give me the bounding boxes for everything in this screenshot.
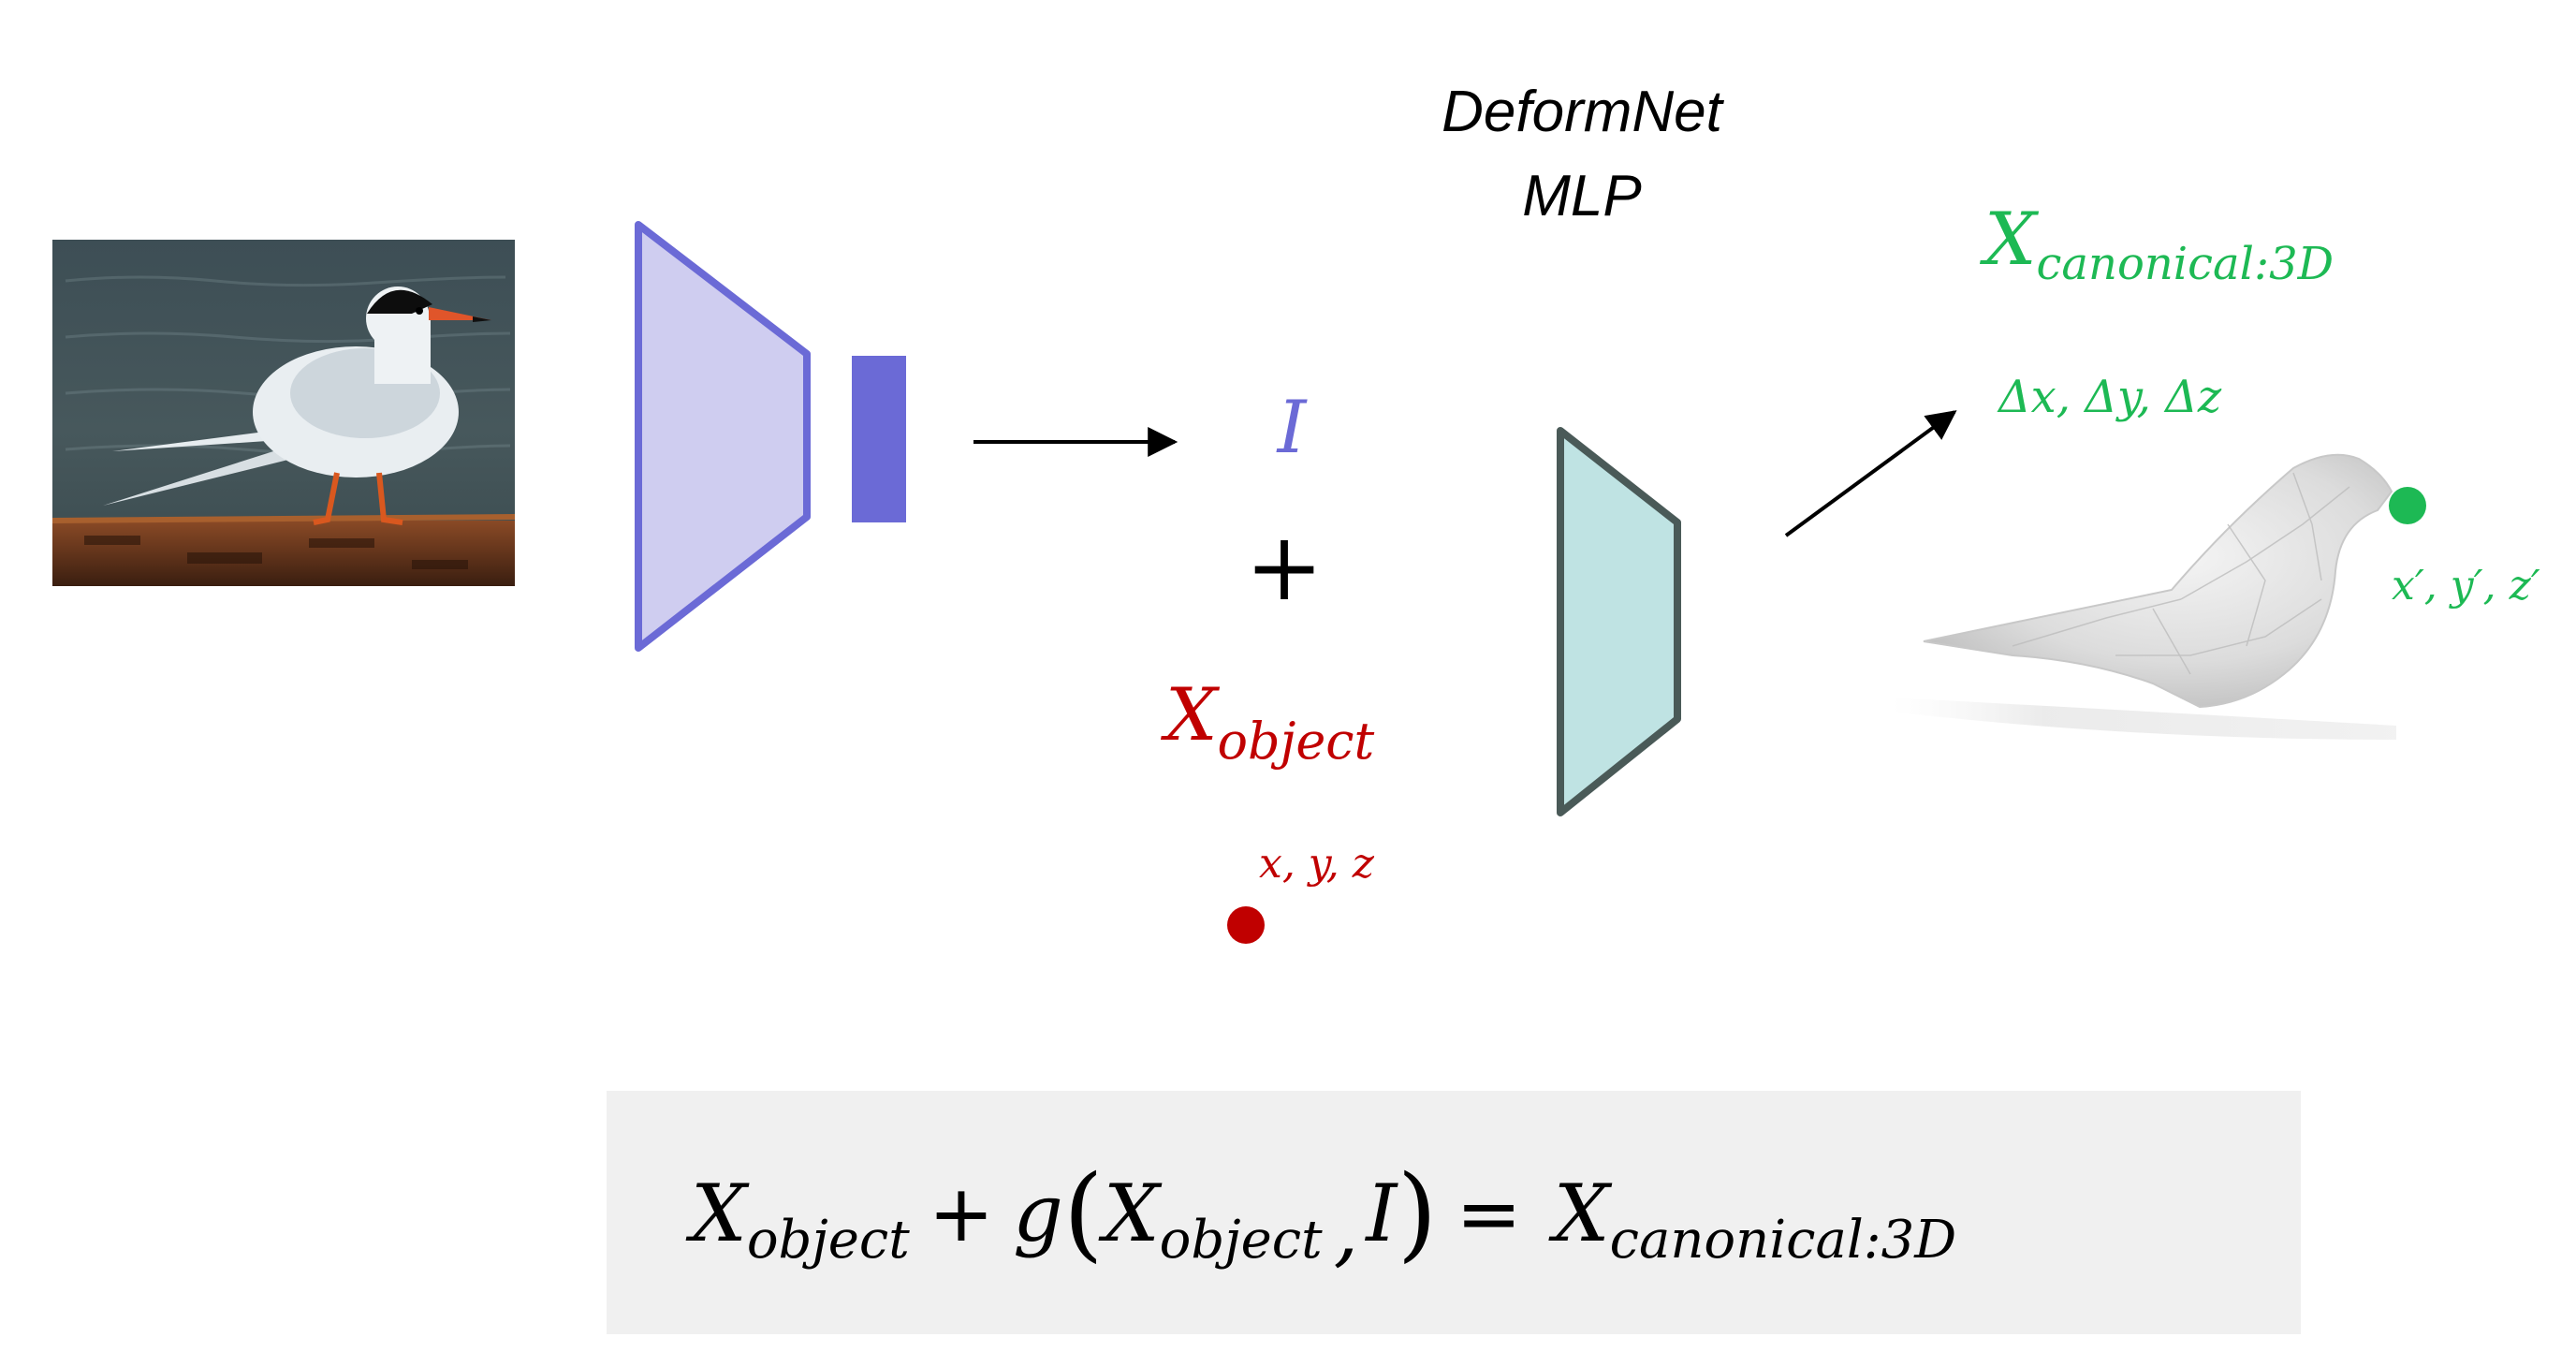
canonical-point xyxy=(2389,487,2426,524)
eq-close-paren: ) xyxy=(1397,1153,1437,1272)
svg-text:Xobject: Xobject xyxy=(1160,673,1375,771)
bird-photo xyxy=(51,240,516,586)
eq-comma: , xyxy=(1334,1184,1359,1276)
object-symbol: X xyxy=(1160,673,1221,757)
eq-x3-sub: canonical:3D xyxy=(1610,1210,1957,1271)
eq-x2-sub: object xyxy=(1160,1210,1323,1271)
object-point-label: x, y, z xyxy=(1259,840,1375,888)
eq-x3: X xyxy=(1548,1168,1613,1259)
plus-sign: + xyxy=(1245,512,1324,622)
eq-x2: X xyxy=(1098,1168,1163,1259)
object-subscript: object xyxy=(1218,712,1375,771)
feature-block xyxy=(852,356,906,522)
deformnet-subtitle: MLP xyxy=(1522,164,1641,228)
bird-mesh xyxy=(1891,453,2396,740)
eq-g: g xyxy=(1013,1168,1063,1259)
object-label: Xobject xyxy=(1160,673,1375,771)
svg-text:Xobject+g(Xobject,I)=Xcanonica: Xobject+g(Xobject,I)=Xcanonical:3D xyxy=(685,1153,1956,1276)
offset-label: Δx, Δy, Δz xyxy=(1997,371,2222,423)
canonical-point-label: x′, y′, z′ xyxy=(2392,562,2540,610)
arrow-mlp-to-output xyxy=(1784,410,1957,537)
eq-x1: X xyxy=(685,1168,750,1259)
object-point xyxy=(1227,906,1265,944)
deformnet-title: DeformNet xyxy=(1442,80,1725,144)
equation: Xobject+g(Xobject,I)=Xcanonical:3D xyxy=(685,1153,1956,1276)
image-encoder xyxy=(635,221,811,652)
equation-box xyxy=(607,1091,2301,1334)
eq-open-paren: ( xyxy=(1063,1153,1104,1272)
deformnet-mlp xyxy=(1557,427,1681,816)
canonical-symbol: X xyxy=(1979,198,2040,282)
svg-text:Xcanonical:3D: Xcanonical:3D xyxy=(1979,198,2334,290)
eq-x1-sub: object xyxy=(747,1210,910,1271)
eq-plus: + xyxy=(929,1168,994,1259)
eq-i: I xyxy=(1364,1168,1398,1259)
image-feature-symbol: I xyxy=(1276,386,1309,470)
canonical-subscript: canonical:3D xyxy=(2037,238,2334,290)
eq-equals: = xyxy=(1456,1168,1521,1259)
canonical-label: Xcanonical:3D xyxy=(1979,198,2334,290)
